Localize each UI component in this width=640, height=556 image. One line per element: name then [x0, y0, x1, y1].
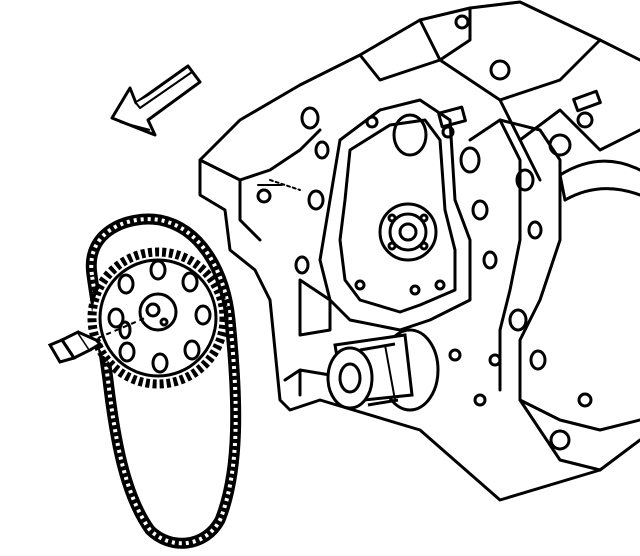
- sprocket-bolt: [47, 317, 146, 364]
- direction-arrow: [110, 64, 202, 137]
- camshaft-nose: [326, 328, 440, 412]
- camshaft-sprocket: [87, 247, 229, 389]
- timing-chain: [85, 213, 242, 549]
- engine-block: [198, 0, 640, 502]
